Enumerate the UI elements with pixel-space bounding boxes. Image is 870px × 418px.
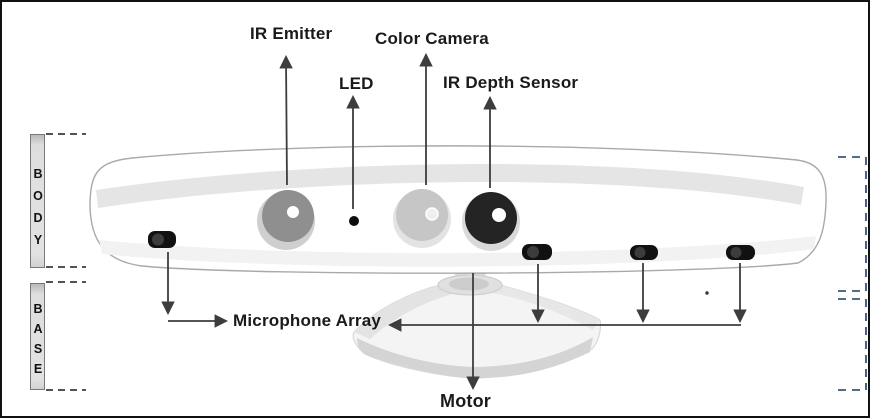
color-camera-lens — [396, 189, 448, 241]
led-label: LED — [339, 74, 374, 93]
ir-depth-aperture — [492, 208, 506, 222]
microphone-3-grille — [634, 247, 646, 258]
color-camera-label: Color Camera — [375, 29, 489, 48]
base-left-shading — [354, 285, 456, 339]
ir-emitter-arrow — [279, 54, 293, 186]
base-top-hole — [449, 277, 489, 291]
microphone-4-grille — [730, 247, 742, 258]
ir-depth-sensor-label: IR Depth Sensor — [443, 73, 579, 92]
microphone-1-grille — [152, 233, 164, 246]
ir-depth-lens — [465, 192, 517, 244]
base-section-bar: BASE — [30, 283, 45, 390]
stray-dot — [705, 291, 709, 295]
color-camera-aperture — [425, 207, 439, 221]
kinect-base — [352, 266, 602, 379]
microphone-array-label: Microphone Array — [233, 311, 382, 330]
right-section-brackets — [838, 156, 867, 391]
motor-label: Motor — [440, 391, 491, 411]
body-top-band — [96, 164, 804, 208]
led-indicator — [349, 216, 359, 226]
base-right-shading — [492, 285, 600, 330]
base-silhouette — [352, 284, 602, 379]
microphones — [148, 231, 755, 260]
optics — [257, 189, 520, 251]
callout-arrows — [161, 52, 747, 391]
ir-emitter-aperture — [287, 206, 299, 218]
base-front-band — [357, 337, 593, 379]
ir-emitter-label: IR Emitter — [250, 24, 333, 43]
left-section-brackets — [46, 133, 86, 391]
microphone-2-grille — [527, 246, 539, 258]
ir-emitter-lens — [262, 190, 314, 242]
body-section-bar: BODY — [30, 134, 45, 268]
kinect-body — [89, 145, 827, 274]
